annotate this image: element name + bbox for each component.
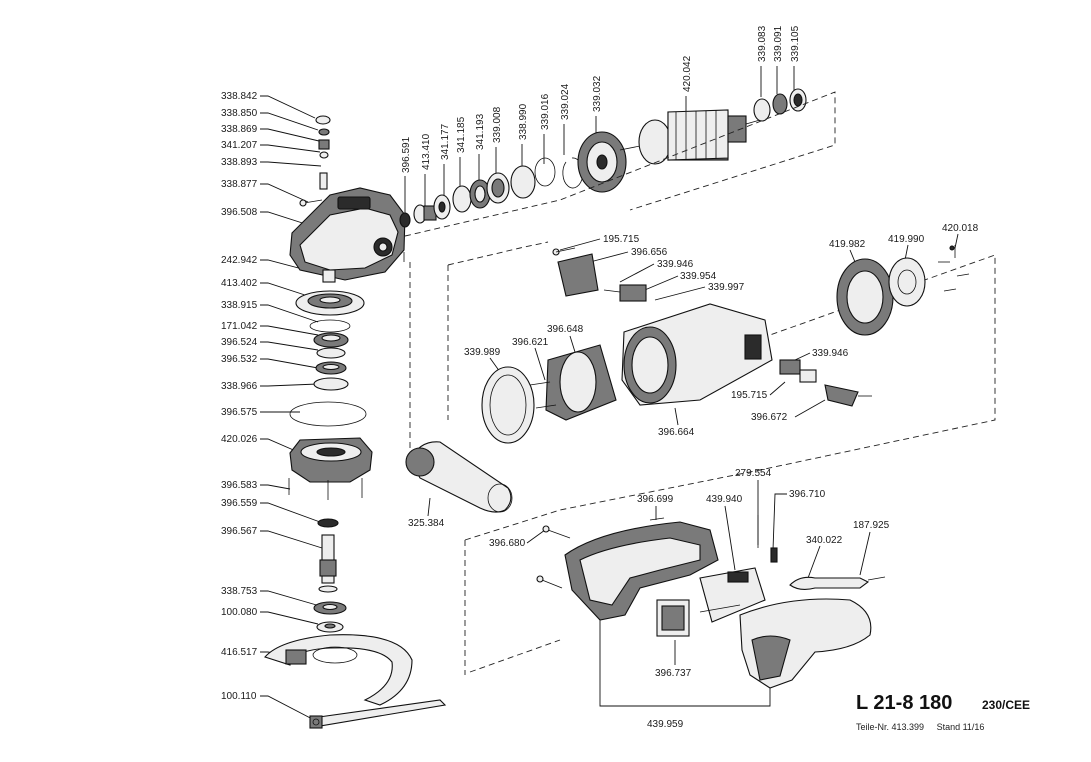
part-label: 195.715 (731, 390, 768, 401)
part-label: 338.893 (221, 157, 258, 168)
part-label: 339.954 (680, 271, 717, 282)
part-label: 396.583 (221, 480, 258, 491)
part-label: 339.997 (708, 282, 745, 293)
left-part-stack (264, 115, 447, 729)
part-label: 419.982 (829, 239, 866, 250)
armature-line-parts (399, 88, 807, 228)
left-leader-lines (260, 95, 326, 723)
part-label: 420.026 (221, 434, 258, 445)
part-label: 439.940 (706, 494, 743, 505)
part-label: 413.402 (221, 278, 258, 289)
part-label: 339.946 (657, 259, 694, 270)
part-label: 279.554 (735, 468, 772, 479)
part-label: 341.207 (221, 140, 258, 151)
part-label: 171.042 (221, 321, 258, 332)
part-label: 339.016 (540, 93, 551, 130)
part-label: 420.018 (942, 223, 979, 234)
part-label: 339.989 (464, 347, 501, 358)
left-label-group: 338.842 338.850 338.869 341.207 338.893 … (221, 91, 258, 702)
part-label: 339.024 (560, 83, 571, 120)
part-label: 341.193 (475, 113, 486, 150)
part-label: 339.083 (757, 25, 768, 62)
bottom-label-group: 279.554 396.699 439.940 396.710 187.925 … (489, 468, 890, 730)
part-label: 396.664 (658, 427, 695, 438)
part-label: 338.990 (518, 103, 529, 140)
part-label: 338.753 (221, 586, 258, 597)
part-label: 396.532 (221, 354, 258, 365)
top-label-group: 396.591 413.410 341.177 341.185 341.193 … (401, 25, 801, 173)
part-label: 413.410 (421, 133, 432, 170)
part-label: 338.915 (221, 300, 258, 311)
part-label: 396.656 (631, 247, 668, 258)
bottom-leader-lines (526, 480, 871, 707)
part-label: 439.959 (647, 719, 684, 730)
handle-section-parts (536, 515, 886, 689)
part-label: 338.877 (221, 179, 258, 190)
part-number-text: Teile-Nr. 413.399 (856, 722, 925, 732)
part-label: 396.672 (751, 412, 788, 423)
part-label: 339.008 (492, 106, 503, 143)
assembly-dashed-lines (404, 91, 996, 675)
part-label: 338.842 (221, 91, 258, 102)
part-label: 100.080 (221, 607, 258, 618)
armature-slots (675, 110, 717, 160)
part-label: 338.850 (221, 108, 258, 119)
part-label: 396.591 (401, 136, 412, 173)
part-label: 242.942 (221, 255, 258, 266)
part-label: 396.680 (489, 538, 526, 549)
part-label: 339.091 (773, 25, 784, 62)
right-leader-lines (427, 233, 959, 517)
part-label: 396.737 (655, 668, 692, 679)
part-label: 187.925 (853, 520, 890, 531)
part-label: 396.567 (221, 526, 258, 537)
part-label: 338.869 (221, 124, 258, 135)
part-label: 325.384 (408, 518, 445, 529)
footer-info: Teile-Nr. 413.399 Stand 11/16 (856, 722, 994, 732)
part-label: 339.032 (592, 75, 603, 112)
part-label: 396.508 (221, 207, 258, 218)
part-label: 396.524 (221, 337, 258, 348)
part-label: 416.517 (221, 647, 258, 658)
part-label: 396.710 (789, 489, 826, 500)
part-label: 341.185 (456, 116, 467, 153)
part-label: 396.621 (512, 337, 549, 348)
part-label: 339.946 (812, 348, 849, 359)
part-label: 195.715 (603, 234, 640, 245)
model-title: L 21-8 180 (856, 692, 953, 714)
part-label: 341.177 (440, 123, 451, 160)
part-label: 396.559 (221, 498, 258, 509)
part-label: 396.575 (221, 407, 258, 418)
part-label: 396.648 (547, 324, 584, 335)
part-label: 396.699 (637, 494, 674, 505)
part-label: 420.042 (682, 55, 693, 92)
right-label-group: 195.715 396.656 339.946 339.954 339.997 … (408, 223, 979, 529)
part-label: 338.966 (221, 381, 258, 392)
model-variant: 230/CEE (982, 698, 1031, 712)
screw-icon (949, 245, 955, 251)
revision-text: Stand 11/16 (936, 722, 985, 732)
part-label: 339.105 (790, 25, 801, 62)
part-label: 419.990 (888, 234, 925, 245)
part-label: 100.110 (221, 691, 257, 702)
part-label: 340.022 (806, 535, 843, 546)
motor-section-parts (405, 245, 970, 513)
